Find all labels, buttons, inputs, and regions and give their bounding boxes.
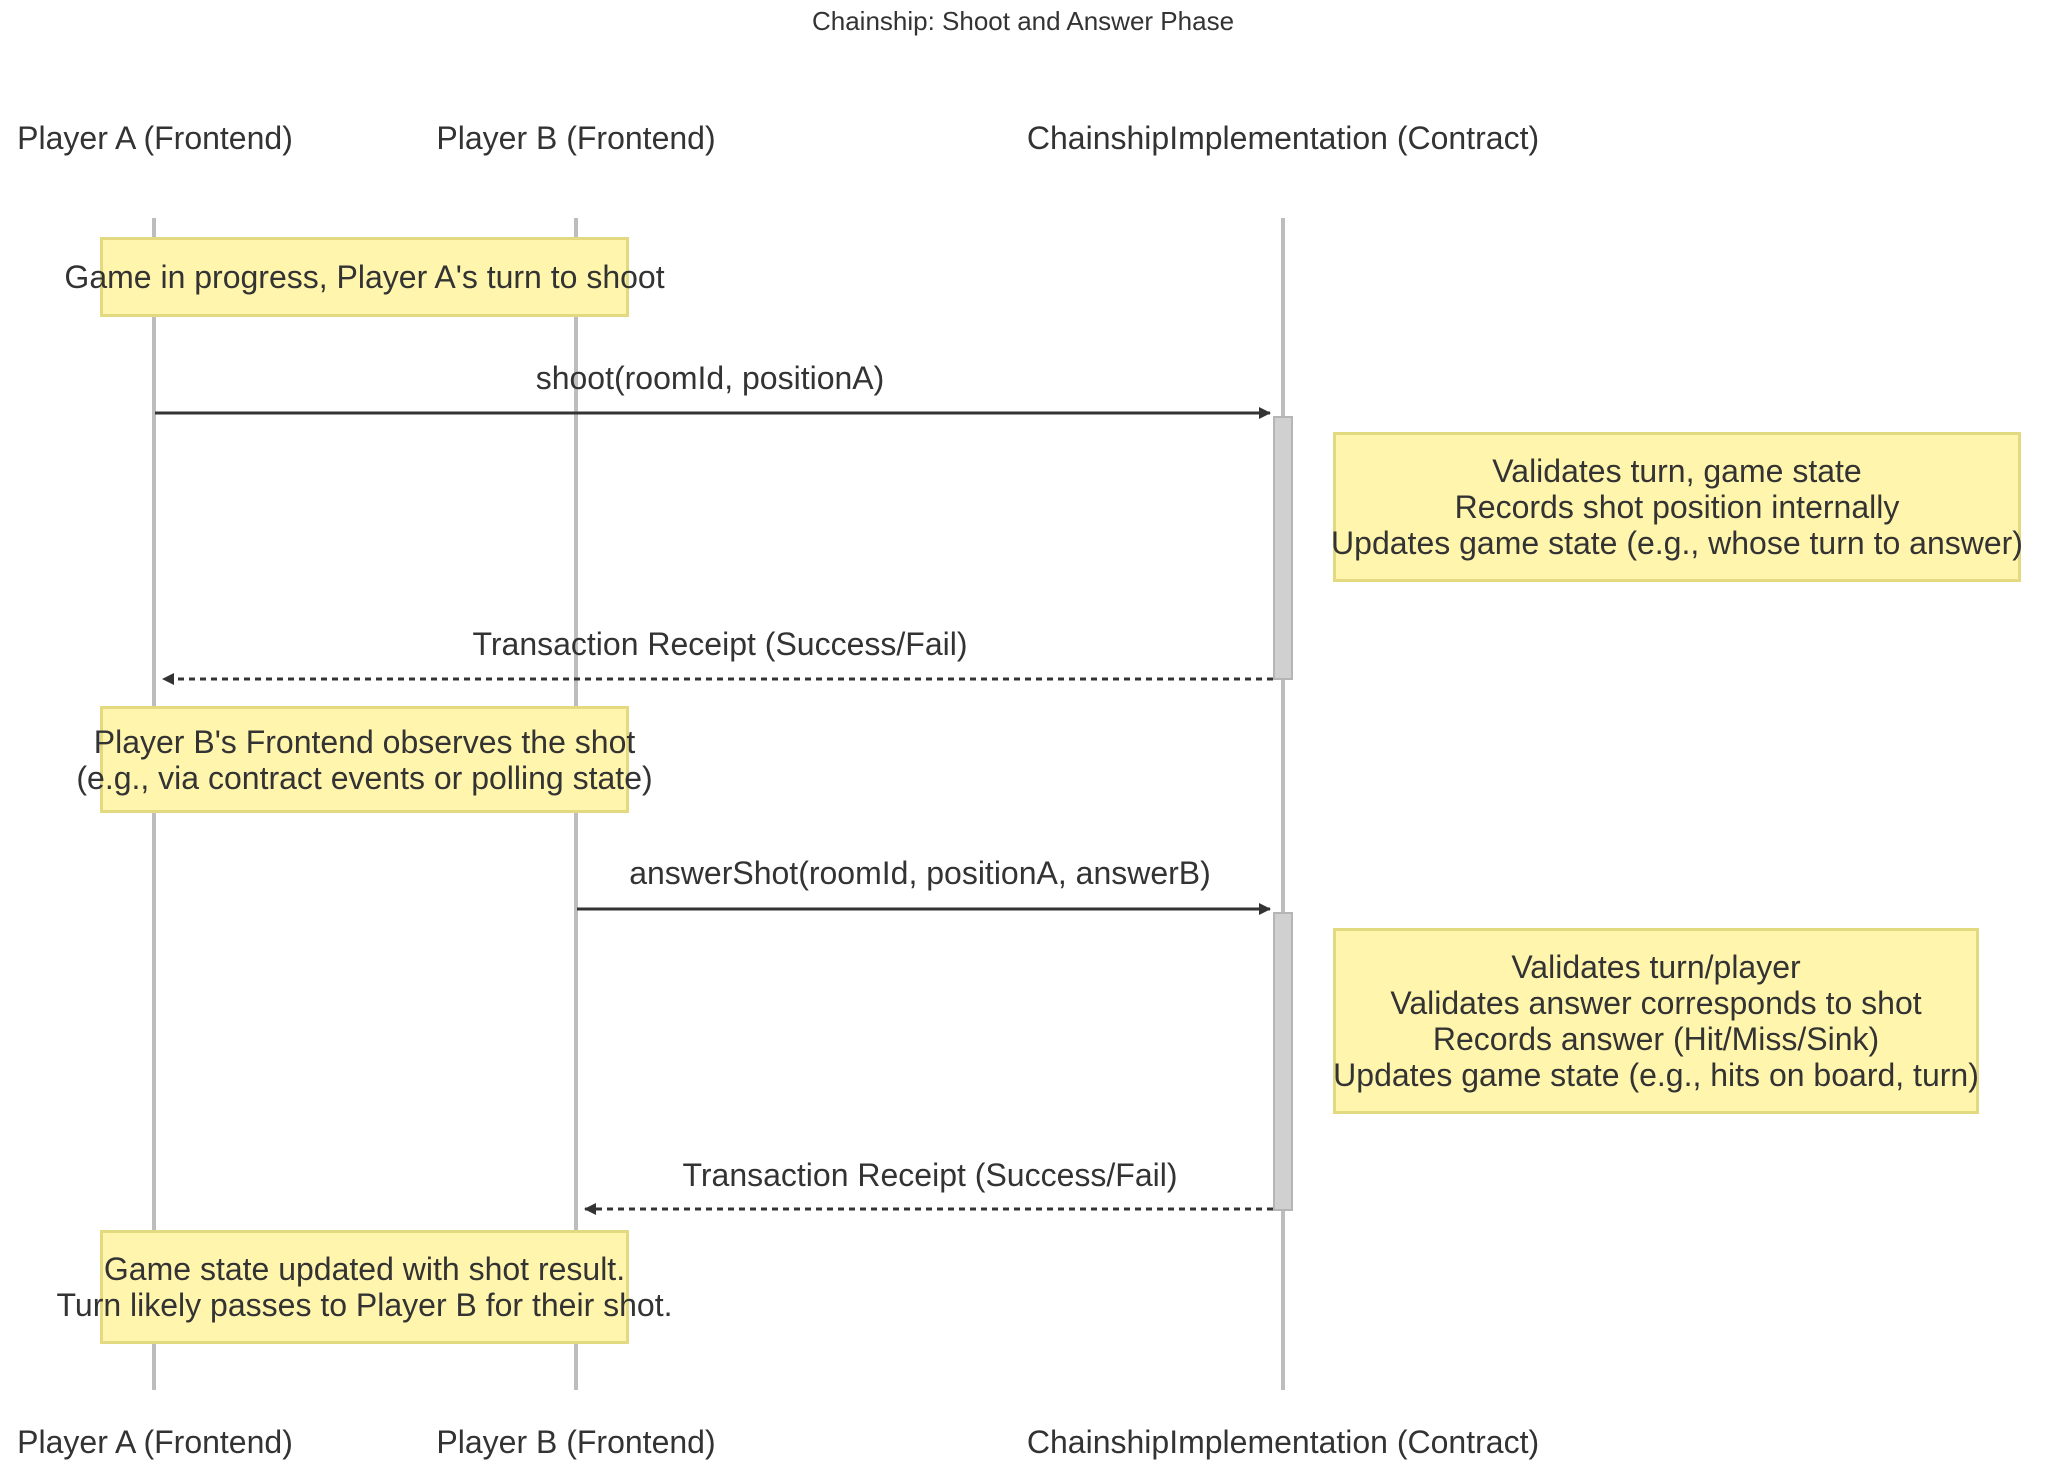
note-validate-answer: Validates turn/player Validates answer c… — [1333, 928, 1979, 1114]
note-validate-shoot: Validates turn, game state Records shot … — [1331, 432, 2023, 582]
activation-contract-2 — [1273, 912, 1293, 1211]
participant-player-b-top: Player B (Frontend) — [436, 120, 716, 156]
activation-contract-1 — [1273, 416, 1293, 680]
participant-player-a-bottom: Player A (Frontend) — [17, 1424, 293, 1460]
diagram-title: Chainship: Shoot and Answer Phase — [811, 6, 1235, 36]
message-label-receipt-a: Transaction Receipt (Success/Fail) — [472, 626, 968, 662]
message-label-answer-shot: answerShot(roomId, positionA, answerB) — [629, 855, 1211, 891]
participant-contract-bottom: ChainshipImplementation (Contract) — [1026, 1424, 1540, 1460]
participant-player-b-bottom: Player B (Frontend) — [436, 1424, 716, 1460]
note-game-in-progress: Game in progress, Player A's turn to sho… — [64, 237, 665, 317]
note-state-updated: Game state updated with shot result. Tur… — [57, 1230, 672, 1344]
participant-player-a-top: Player A (Frontend) — [17, 120, 293, 156]
participant-contract-top: ChainshipImplementation (Contract) — [1026, 120, 1540, 156]
message-label-shoot: shoot(roomId, positionA) — [535, 360, 885, 396]
note-observe-shot: Player B's Frontend observes the shot (e… — [76, 706, 653, 813]
lifeline-contract — [1281, 218, 1285, 1390]
message-label-receipt-b: Transaction Receipt (Success/Fail) — [682, 1157, 1178, 1193]
